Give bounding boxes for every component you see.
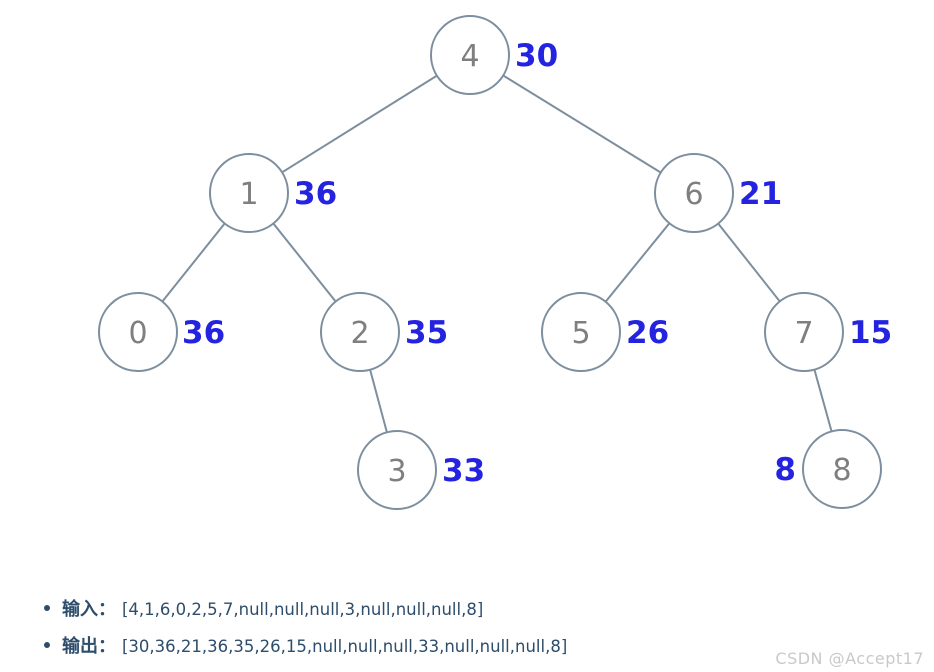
edge-4-1 xyxy=(248,54,471,194)
node-circle xyxy=(98,292,178,372)
tree-node-left: 1 36 xyxy=(209,153,337,233)
node-value: 6 xyxy=(684,177,703,212)
node-annotation: 35 xyxy=(405,315,448,351)
node-value: 5 xyxy=(571,316,590,351)
node-annotation: 26 xyxy=(626,315,669,351)
node-annotation: 8 xyxy=(774,452,796,488)
node-annotation: 36 xyxy=(294,176,337,212)
node-value: 1 xyxy=(239,177,258,212)
node-value: 7 xyxy=(794,316,813,351)
node-value: 8 xyxy=(832,453,851,488)
tree-node-left-right-right: 3 33 xyxy=(357,430,485,510)
input-output-list: 输入： [4,1,6,0,2,5,7,null,null,null,3,null… xyxy=(44,595,567,658)
node-circle xyxy=(430,15,510,95)
node-circle xyxy=(209,153,289,233)
output-label: 输出： xyxy=(62,636,116,657)
node-annotation: 30 xyxy=(515,38,558,74)
binary-tree-diagram: 4 30 1 36 6 21 0 36 2 35 xyxy=(98,15,892,510)
node-value: 0 xyxy=(128,316,147,351)
tree-node-left-left: 0 36 xyxy=(98,292,225,372)
node-annotation: 36 xyxy=(182,315,225,351)
node-circle xyxy=(320,292,400,372)
input-row: 输入： [4,1,6,0,2,5,7,null,null,null,3,null… xyxy=(44,595,567,621)
node-annotation: 21 xyxy=(739,176,782,212)
node-value: 2 xyxy=(350,316,369,351)
bullet-icon xyxy=(44,642,50,648)
input-value: [4,1,6,0,2,5,7,null,null,null,3,null,nul… xyxy=(122,600,484,619)
tree-node-right-left: 5 26 xyxy=(541,292,669,372)
node-annotation: 33 xyxy=(442,453,485,489)
node-circle xyxy=(764,292,844,372)
tree-node-right: 6 21 xyxy=(654,153,782,233)
edge-4-6 xyxy=(469,54,695,194)
tree-node-left-right: 2 35 xyxy=(320,292,448,372)
node-circle xyxy=(802,429,882,509)
bullet-icon xyxy=(44,605,50,611)
tree-edges xyxy=(137,54,843,471)
tree-node-root: 4 30 xyxy=(430,15,558,95)
output-value: [30,36,21,36,35,26,15,null,null,null,33,… xyxy=(122,637,568,656)
node-circle xyxy=(654,153,734,233)
output-row: 输出： [30,36,21,36,35,26,15,null,null,null… xyxy=(44,632,567,658)
watermark: CSDN @Accept17 xyxy=(775,649,924,668)
node-value: 3 xyxy=(387,454,406,489)
node-circle xyxy=(357,430,437,510)
input-label: 输入： xyxy=(62,599,116,620)
node-annotation: 15 xyxy=(849,315,892,351)
tree-node-right-right-right: 8 8 xyxy=(774,429,882,509)
node-value: 4 xyxy=(460,39,479,74)
node-circle xyxy=(541,292,621,372)
tree-node-right-right: 7 15 xyxy=(764,292,892,372)
